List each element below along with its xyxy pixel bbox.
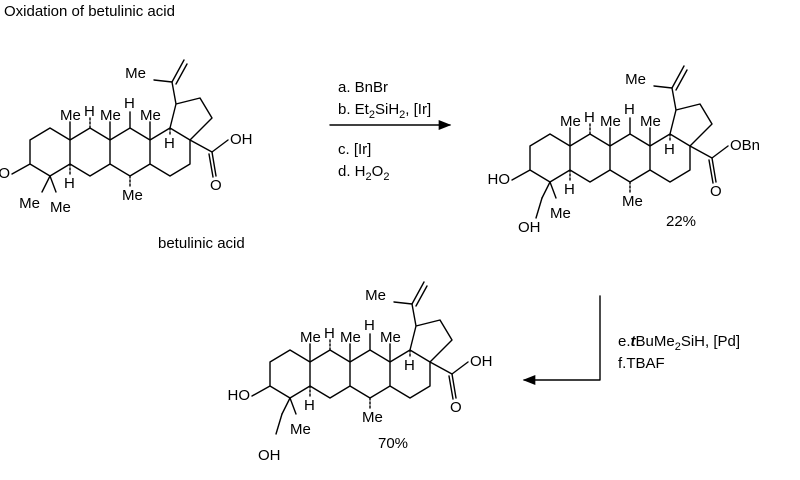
atom-hydrogen: H (624, 101, 635, 118)
reagent-d: d. H2O2 (338, 163, 389, 183)
molecule-product: Me H H OH O Me Me Me H Me H HO OH Me (228, 281, 493, 464)
atom-methyl: Me (365, 287, 386, 304)
reagent-a: a. BnBr (338, 79, 388, 96)
atom-methyl: Me (50, 199, 71, 216)
atom-methyl: Me (60, 107, 81, 124)
atom-methyl: Me (600, 113, 621, 130)
scheme-title: Oxidation of betulinic acid (4, 3, 175, 20)
atom-hydroxyl: OH (518, 219, 541, 236)
atom-hydrogen: H (584, 109, 595, 126)
molecule-intermediate: Me H H OBn O Me Me Me H Me H HO OH Me (488, 65, 760, 236)
atom-hydrogen: H (564, 181, 575, 198)
atom-hydrogen: H (664, 141, 675, 158)
atom-methyl: Me (122, 187, 143, 204)
atom-methyl: Me (100, 107, 121, 124)
atom-oxygen: O (450, 399, 462, 416)
yield-step-2: 70% (378, 435, 408, 452)
atom-hydrogen: H (84, 103, 95, 120)
atom-methyl: Me (622, 193, 643, 210)
molecule-betulinic-acid: Me H H OH O Me Me Me H Me H HO Me Me (0, 59, 253, 216)
reagent-e: e.tBuMe2SiH, [Pd] (618, 333, 740, 353)
atom-hydroxyl: OH (230, 131, 253, 148)
atom-methyl: Me (19, 195, 40, 212)
atom-hydrogen: H (64, 175, 75, 192)
yield-step-1: 22% (666, 213, 696, 230)
atom-hydroxyl: HO (488, 171, 511, 188)
reaction-arrow-step-2 (522, 295, 601, 386)
atom-hydrogen: H (304, 397, 315, 414)
atom-methyl: Me (625, 71, 646, 88)
atom-hydrogen: H (404, 357, 415, 374)
atom-methyl: Me (550, 205, 571, 222)
atom-hydrogen: H (124, 95, 135, 112)
atom-hydroxyl: HO (228, 387, 251, 404)
atom-hydroxyl: OH (258, 447, 281, 464)
reagents-step-1: a. BnBr b. Et2SiH2, [Ir] c. [Ir] d. H2O2 (338, 79, 431, 183)
atom-methyl: Me (380, 329, 401, 346)
atom-hydrogen: H (324, 325, 335, 342)
atom-methyl: Me (300, 329, 321, 346)
atom-benzyloxy: OBn (730, 137, 760, 154)
atom-methyl: Me (560, 113, 581, 130)
atom-methyl: Me (362, 409, 383, 426)
compound-label: betulinic acid (158, 235, 245, 252)
atom-methyl: Me (140, 107, 161, 124)
atom-hydroxyl: OH (470, 353, 493, 370)
atom-oxygen: O (710, 183, 722, 200)
atom-methyl: Me (640, 113, 661, 130)
atom-methyl: Me (290, 421, 311, 438)
atom-hydroxyl: HO (0, 165, 10, 182)
reagent-b: b. Et2SiH2, [Ir] (338, 101, 431, 121)
atom-hydrogen: H (364, 317, 375, 334)
reagents-step-2: e.tBuMe2SiH, [Pd] f.TBAF (618, 333, 740, 372)
atom-oxygen: O (210, 177, 222, 194)
atom-methyl: Me (125, 65, 146, 82)
atom-methyl: Me (340, 329, 361, 346)
atom-hydrogen: H (164, 135, 175, 152)
reagent-c: c. [Ir] (338, 141, 371, 158)
reagent-f: f.TBAF (618, 355, 665, 372)
